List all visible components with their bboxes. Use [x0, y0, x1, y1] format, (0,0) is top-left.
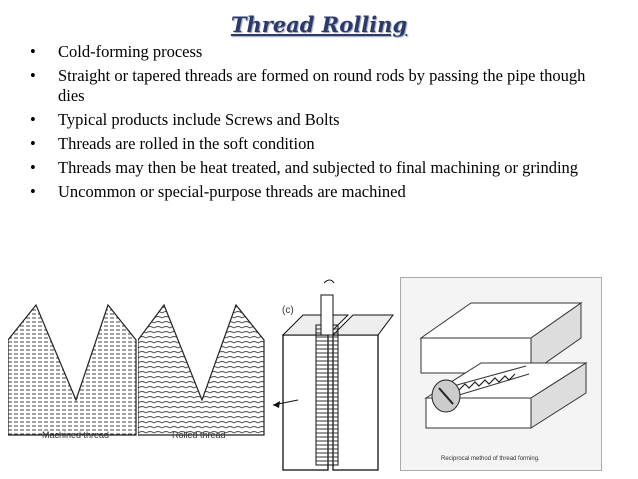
- bullet-list: Cold-forming process Straight or tapered…: [28, 42, 598, 206]
- slide-title: Thread Rolling: [230, 12, 408, 37]
- bullet-item: Straight or tapered threads are formed o…: [28, 66, 598, 106]
- bullet-item: Typical products include Screws and Bolt…: [28, 110, 598, 130]
- die-figure-label: (c): [282, 305, 294, 316]
- machined-thread-caption: Machined thread: [42, 430, 110, 440]
- reciprocal-caption: Reciprocal method of thread forming.: [441, 456, 540, 462]
- reciprocal-method-figure: [419, 302, 588, 429]
- reciprocal-figure-frame: Reciprocal method of thread forming.: [400, 277, 602, 471]
- bullet-item: Uncommon or special-purpose threads are …: [28, 182, 598, 202]
- die-figure: [272, 279, 394, 471]
- figures-area: Machined thread Rolled thread (c): [0, 265, 638, 479]
- rolled-thread-caption: Rolled thread: [172, 430, 226, 440]
- machined-thread-figure: [8, 303, 137, 436]
- bullet-item: Threads may then be heat treated, and su…: [28, 158, 598, 178]
- bullet-item: Cold-forming process: [28, 42, 598, 62]
- bullet-item: Threads are rolled in the soft condition: [28, 134, 598, 154]
- rolled-thread-figure: [138, 303, 265, 436]
